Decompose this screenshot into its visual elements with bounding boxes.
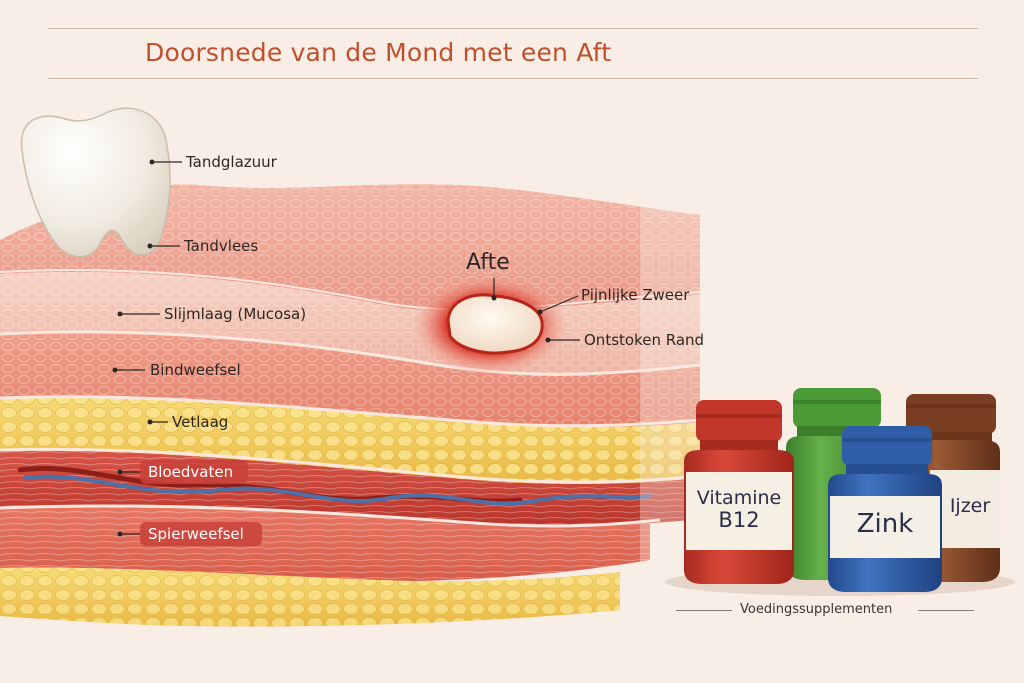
vein-line	[23, 474, 652, 506]
title-underline-rule	[48, 78, 978, 79]
pointer-dots	[112, 159, 551, 537]
label-muscle: Spierweefsel	[148, 525, 244, 543]
tooth	[20, 107, 171, 258]
label-blood-vessels-pill	[140, 460, 248, 484]
zinc-jar	[828, 426, 942, 592]
ulcer-base	[446, 293, 544, 355]
label-blood-vessels: Bloedvaten	[148, 463, 234, 481]
label-connective-tissue: Bindweefsel	[150, 361, 241, 379]
label-ulcer: Afte	[466, 250, 510, 275]
label-fat-layer: Vetlaag	[172, 413, 229, 431]
label-painful-ulcer: Pijnlijke Zweer	[581, 286, 690, 304]
diagram-title: Doorsnede van de Mond met een Aft	[145, 38, 612, 67]
vitamin-b12-jar	[684, 400, 794, 584]
label-muscle-pill	[140, 522, 262, 546]
label-zinc: Zink	[856, 509, 914, 539]
pointer-lines	[115, 161, 580, 535]
label-vitamin-b12-line2: B12	[718, 507, 760, 532]
caption-rule-right	[918, 610, 974, 611]
label-mucosa: Slijmlaag (Mucosa)	[164, 305, 307, 323]
caption-rule-left	[676, 610, 732, 611]
label-gum: Tandvlees	[184, 237, 259, 255]
label-enamel: Tandglazuur	[186, 153, 277, 171]
supplements-caption: Voedingssupplementen	[740, 602, 893, 617]
top-rule	[48, 28, 978, 29]
label-iron: Ijzer	[949, 495, 991, 517]
label-vitamin-b12: Vitamine B12	[686, 488, 792, 532]
label-inflamed-edge: Ontstoken Rand	[584, 331, 705, 349]
label-vitamin-b12-line1: Vitamine	[696, 487, 782, 509]
